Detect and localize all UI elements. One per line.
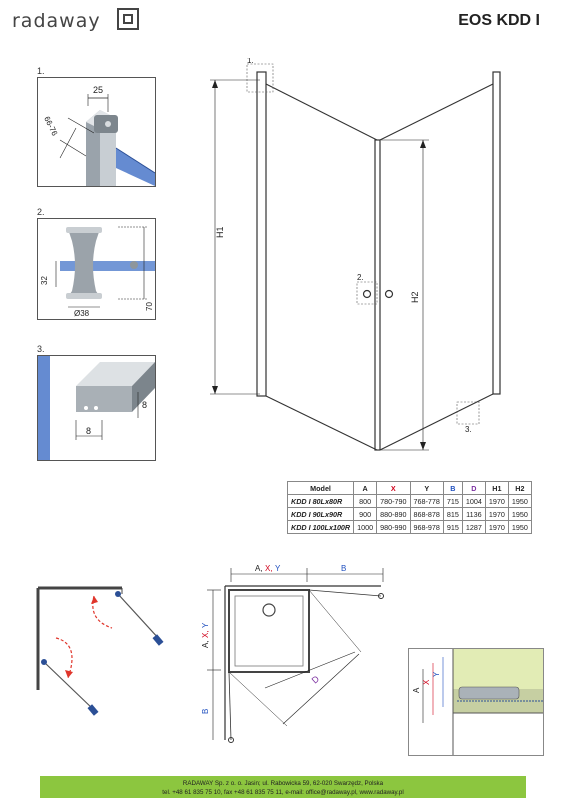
table-cell: KDD I 100Lx100R — [286, 520, 355, 534]
table-cell: KDD I 90Lx90R — [286, 507, 355, 521]
spec-table: Model A X Y B D H1 H2 KDD I 80Lx80R 800 … — [286, 481, 532, 534]
footer-address: RADAWAY Sp. z o. o. Jasin; ul. Rabowicka… — [182, 780, 384, 787]
plan-side-label-a: A, — [201, 640, 210, 648]
side-label-a: A — [412, 687, 421, 693]
table-cell: 1950 — [507, 507, 532, 521]
col-header-model: Model — [286, 481, 355, 495]
plan-top-label-x: X, — [265, 564, 273, 573]
col-header-d: D — [461, 481, 486, 495]
table-cell: 1950 — [507, 520, 532, 534]
plan-side-label-y: Y — [201, 622, 210, 628]
table-cell: 1970 — [484, 507, 509, 521]
table-cell: 900 — [353, 507, 378, 521]
table-row: KDD I 100Lx100R 1000 980-990 968-978 915… — [286, 520, 532, 534]
footer-contact: tel. +48 61 835 75 10, fax +48 61 835 75… — [162, 789, 404, 796]
detail-1-drawing: 25 66-76 — [38, 78, 155, 186]
plan-view-drawing: A, X, Y B A, X, Y B D — [201, 564, 384, 743]
plan-side-label-b: B — [201, 709, 210, 714]
plan-top-label-a: A, — [255, 564, 263, 573]
table-cell: 1004 — [461, 494, 486, 508]
table-cell: 1970 — [484, 494, 509, 508]
plan-top-label-y: Y — [275, 564, 281, 573]
table-cell: 780-790 — [376, 494, 411, 508]
col-header-y: Y — [409, 481, 444, 495]
side-label-x: X — [422, 679, 431, 685]
detail-3-dim-b: 8 — [142, 400, 147, 410]
plan-diag-label-d: D — [310, 673, 322, 685]
dim-h1-label: H1 — [215, 226, 225, 238]
table-cell: 1970 — [484, 520, 509, 534]
table-cell: 1950 — [507, 494, 532, 508]
col-header-h1: H1 — [484, 481, 509, 495]
callout-3: 3. — [465, 425, 472, 434]
spec-table-header-row: Model A X Y B D H1 H2 — [286, 481, 532, 495]
detail-3-dim-a: 8 — [86, 426, 91, 436]
table-cell: 1287 — [461, 520, 486, 534]
col-header-b: B — [442, 481, 463, 495]
brand-logo-icon — [117, 8, 139, 30]
footer-bar: RADAWAY Sp. z o. o. Jasin; ul. Rabowicka… — [40, 776, 526, 798]
side-view-box: A X Y — [408, 648, 544, 756]
model-title: EOS KDD I — [458, 12, 540, 29]
detail-1-label: 1. — [37, 66, 45, 76]
detail-2-dim-b: Ø38 — [74, 309, 90, 318]
col-header-a: A — [353, 481, 378, 495]
col-header-x: X — [376, 481, 411, 495]
detail-3-drawing: 8 8 — [38, 356, 155, 460]
callout-1: 1. — [247, 58, 254, 65]
table-cell: 968-978 — [409, 520, 444, 534]
table-row: KDD I 80Lx80R 800 780-790 768-778 715 10… — [286, 494, 532, 508]
table-row: KDD I 90Lx90R 900 880-890 868-878 815 11… — [286, 507, 532, 521]
detail-1-dim-a: 25 — [93, 85, 103, 95]
detail-2-dim-a: 32 — [40, 276, 49, 285]
dim-h2-label: H2 — [410, 291, 420, 303]
table-cell: 815 — [442, 507, 463, 521]
table-cell: 800 — [353, 494, 378, 508]
front-view-drawing: H1 1. 2. 3. H2 — [210, 58, 501, 451]
detail-2-label: 2. — [37, 207, 45, 217]
table-cell: 880-890 — [376, 507, 411, 521]
plan-side-label-x: X, — [201, 630, 210, 638]
detail-2-box: 32 Ø38 70 — [37, 218, 156, 320]
side-label-y: Y — [432, 671, 441, 677]
side-view-drawing: A X Y — [409, 649, 543, 755]
table-cell: 1000 — [353, 520, 378, 534]
detail-1-box: 25 66-76 — [37, 77, 156, 187]
detail-2-dim-c: 70 — [145, 302, 154, 311]
door-swing-drawing — [36, 586, 164, 716]
col-header-h2: H2 — [507, 481, 532, 495]
table-cell: 1136 — [461, 507, 486, 521]
detail-3-box: 8 8 — [37, 355, 156, 461]
detail-2-drawing: 32 Ø38 70 — [38, 219, 155, 319]
table-cell: 915 — [442, 520, 463, 534]
table-cell: 868-878 — [409, 507, 444, 521]
table-cell: KDD I 80Lx80R — [286, 494, 355, 508]
brand-logo-text: radaway — [12, 10, 101, 32]
callout-2: 2. — [357, 273, 364, 282]
plan-top-label-b: B — [341, 564, 346, 573]
table-cell: 768-778 — [409, 494, 444, 508]
table-cell: 980-990 — [376, 520, 411, 534]
table-cell: 715 — [442, 494, 463, 508]
detail-3-label: 3. — [37, 344, 45, 354]
